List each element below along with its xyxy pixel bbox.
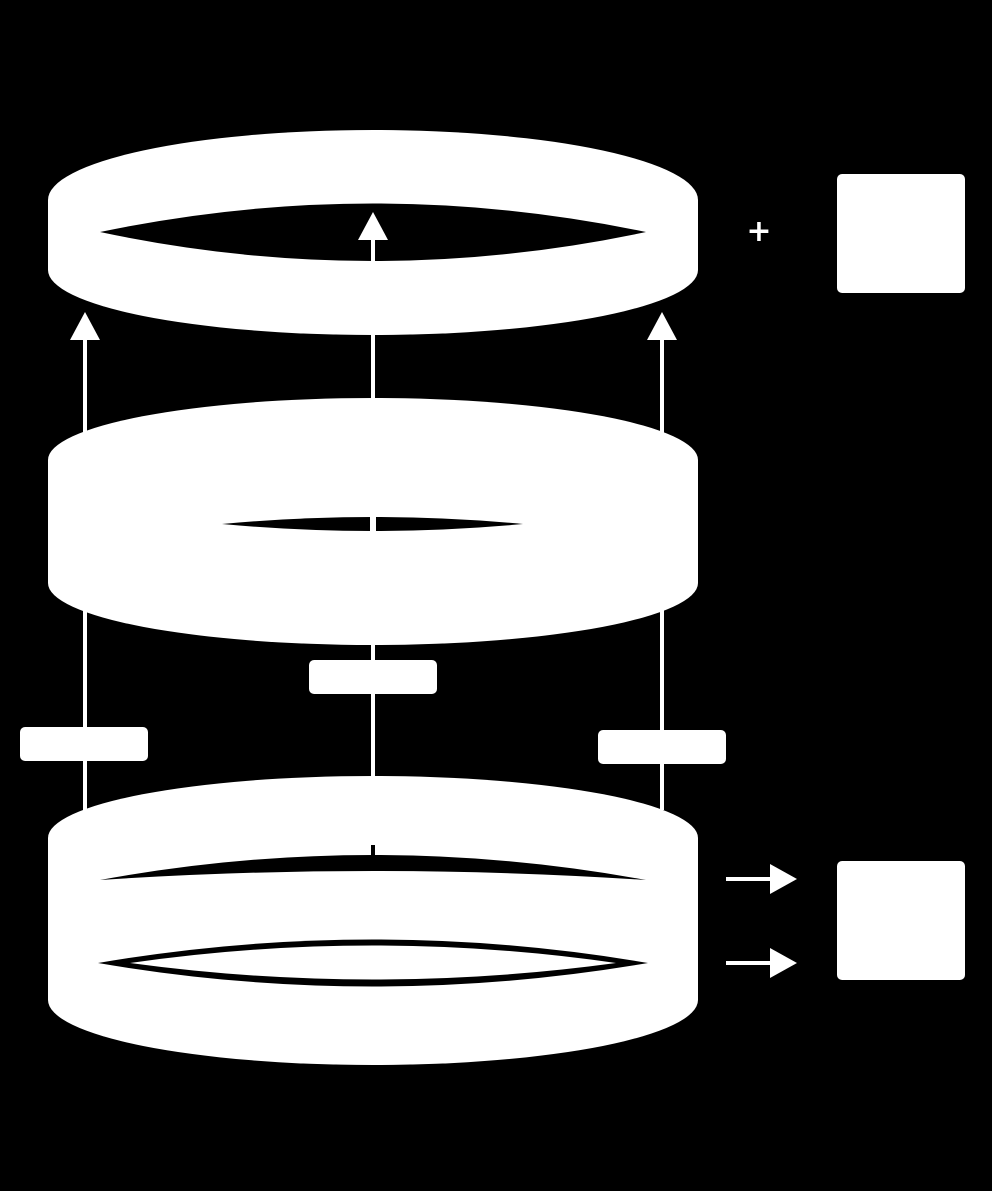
right-arrowhead (647, 312, 677, 340)
left-arrowhead (70, 312, 100, 340)
center-label-box (309, 660, 437, 694)
upper-output-arrow (726, 864, 797, 894)
right-label-box (598, 730, 726, 764)
top-ring (48, 130, 698, 335)
plus-sign: + (746, 214, 771, 249)
lower-output-arrow (726, 948, 797, 978)
bottom-upper-opening (100, 855, 646, 880)
left-label-box (20, 727, 148, 761)
top-right-box (837, 174, 965, 293)
center-arrowhead (358, 212, 388, 240)
middle-disk (48, 398, 698, 645)
bottom-right-box (837, 861, 965, 980)
